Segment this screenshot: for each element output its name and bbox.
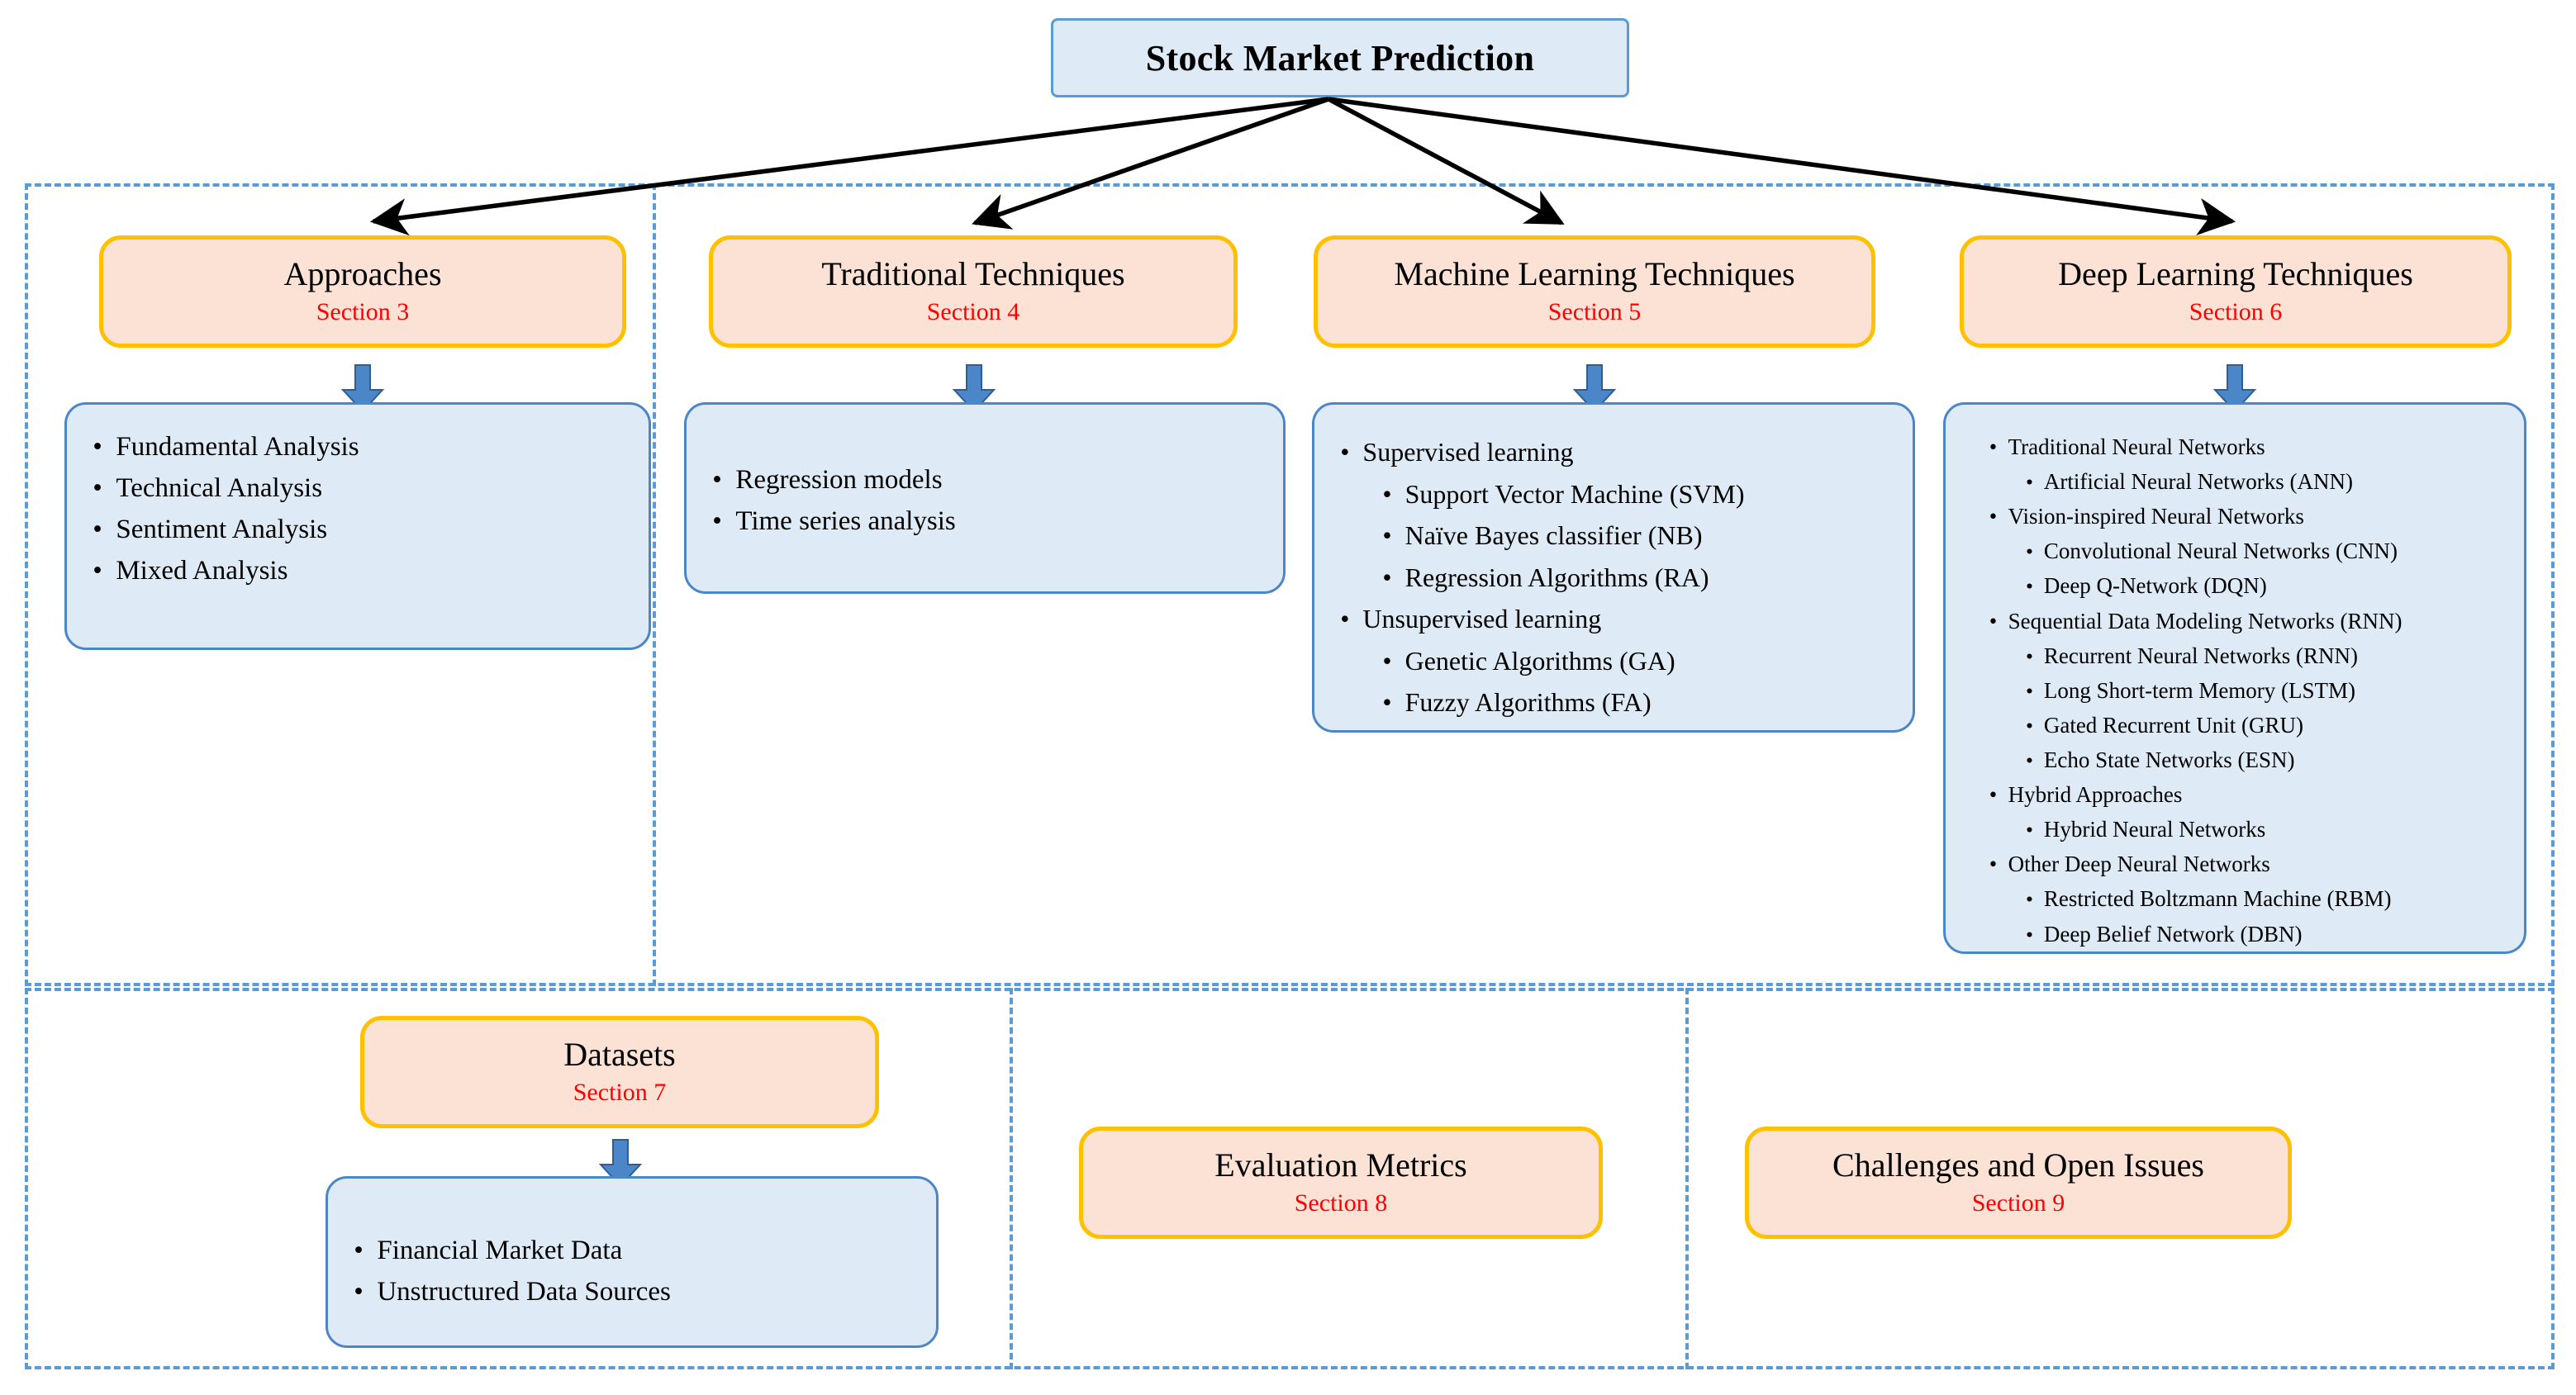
list-item: Unstructured Data Sources xyxy=(351,1271,920,1312)
list-item: Technical Analysis xyxy=(90,467,632,509)
lower-group-container xyxy=(25,988,2555,1369)
list-item: Artificial Neural Networks (ANN) xyxy=(1987,464,2507,499)
section-node-evaluation-metrics[interactable]: Evaluation Metrics Section 8 xyxy=(1079,1127,1603,1239)
list-item: Genetic Algorithms (GA) xyxy=(1338,640,1896,682)
list-item: Sequential Data Modeling Networks (RNN) xyxy=(1987,604,2507,638)
content-node-datasets[interactable]: Financial Market Data Unstructured Data … xyxy=(326,1176,939,1348)
content-node-approaches[interactable]: Fundamental Analysis Technical Analysis … xyxy=(64,402,651,650)
list-item: Echo State Networks (ESN) xyxy=(1987,743,2507,777)
content-list-traditional-techniques: Regression models Time series analysis xyxy=(710,459,1267,542)
list-item: Hybrid Neural Networks xyxy=(1987,812,2507,847)
section-node-machine-learning-techniques[interactable]: Machine Learning Techniques Section 5 xyxy=(1314,235,1875,348)
list-item: Financial Market Data xyxy=(351,1230,920,1271)
section-node-traditional-techniques[interactable]: Traditional Techniques Section 4 xyxy=(709,235,1238,348)
content-list-datasets: Financial Market Data Unstructured Data … xyxy=(351,1230,920,1312)
section-number-evaluation-metrics: Section 8 xyxy=(1294,1189,1388,1217)
root-node-label: Stock Market Prediction xyxy=(1145,37,1535,78)
list-item: Regression models xyxy=(710,459,1267,501)
section-title-challenges-and-open-issues: Challenges and Open Issues xyxy=(1832,1146,2204,1184)
content-list-approaches: Fundamental Analysis Technical Analysis … xyxy=(90,426,632,592)
list-item: Traditional Neural Networks xyxy=(1987,429,2507,464)
content-list-deep-learning-techniques: Traditional Neural Networks Artificial N… xyxy=(1987,429,2507,951)
list-item: Deep Q-Network (DQN) xyxy=(1987,568,2507,603)
list-item: Time series analysis xyxy=(710,501,1267,542)
list-item: Long Short-term Memory (LSTM) xyxy=(1987,673,2507,708)
block-arrow-deep-learning-techniques xyxy=(2209,363,2260,415)
upper-group-divider-1 xyxy=(653,183,656,986)
list-item: Convolutional Neural Networks (CNN) xyxy=(1987,534,2507,568)
list-item: Other Deep Neural Networks xyxy=(1987,847,2507,881)
list-item: Mixed Analysis xyxy=(90,550,632,591)
root-node-stock-market-prediction[interactable]: Stock Market Prediction xyxy=(1051,18,1629,97)
list-item: Vision-inspired Neural Networks xyxy=(1987,499,2507,534)
list-item: Deep Belief Network (DBN) xyxy=(1987,917,2507,951)
content-node-traditional-techniques[interactable]: Regression models Time series analysis xyxy=(684,402,1286,594)
section-title-deep-learning-techniques: Deep Learning Techniques xyxy=(2058,254,2413,292)
list-item: Sentiment Analysis xyxy=(90,509,632,550)
section-title-machine-learning-techniques: Machine Learning Techniques xyxy=(1394,254,1795,292)
section-number-approaches: Section 3 xyxy=(316,298,410,326)
list-item: Support Vector Machine (SVM) xyxy=(1338,473,1896,515)
section-node-datasets[interactable]: Datasets Section 7 xyxy=(360,1016,879,1128)
section-number-challenges-and-open-issues: Section 9 xyxy=(1971,1189,2065,1217)
section-number-deep-learning-techniques: Section 6 xyxy=(2189,298,2283,326)
block-arrow-machine-learning-techniques xyxy=(1569,363,1620,415)
list-item: Naïve Bayes classifier (NB) xyxy=(1338,515,1896,557)
list-item: Fuzzy Algorithms (FA) xyxy=(1338,681,1896,724)
section-title-datasets: Datasets xyxy=(563,1035,676,1073)
list-item: Fundamental Analysis xyxy=(90,426,632,467)
block-arrow-datasets xyxy=(595,1138,646,1189)
list-item: Regression Algorithms (RA) xyxy=(1338,557,1896,599)
list-item: Restricted Boltzmann Machine (RBM) xyxy=(1987,881,2507,916)
section-title-traditional-techniques: Traditional Techniques xyxy=(821,254,1125,292)
section-title-evaluation-metrics: Evaluation Metrics xyxy=(1214,1146,1467,1184)
lower-group-divider-2 xyxy=(1685,988,1689,1369)
list-item: Recurrent Neural Networks (RNN) xyxy=(1987,638,2507,673)
content-node-deep-learning-techniques[interactable]: Traditional Neural Networks Artificial N… xyxy=(1943,402,2526,954)
section-number-traditional-techniques: Section 4 xyxy=(926,298,1020,326)
section-number-datasets: Section 7 xyxy=(573,1079,667,1107)
list-item: Hybrid Approaches xyxy=(1987,777,2507,812)
list-item: Supervised learning xyxy=(1338,431,1896,473)
section-node-approaches[interactable]: Approaches Section 3 xyxy=(99,235,626,348)
lower-group-divider-1 xyxy=(1010,988,1013,1369)
list-item: Unsupervised learning xyxy=(1338,598,1896,640)
section-node-challenges-and-open-issues[interactable]: Challenges and Open Issues Section 9 xyxy=(1745,1127,2292,1239)
section-node-deep-learning-techniques[interactable]: Deep Learning Techniques Section 6 xyxy=(1960,235,2512,348)
block-arrow-approaches xyxy=(337,363,388,415)
section-number-machine-learning-techniques: Section 5 xyxy=(1547,298,1642,326)
content-list-machine-learning-techniques: Supervised learning Support Vector Machi… xyxy=(1338,431,1896,724)
section-title-approaches: Approaches xyxy=(283,254,442,292)
content-node-machine-learning-techniques[interactable]: Supervised learning Support Vector Machi… xyxy=(1312,402,1915,733)
list-item: Gated Recurrent Unit (GRU) xyxy=(1987,708,2507,743)
block-arrow-traditional-techniques xyxy=(948,363,1000,415)
